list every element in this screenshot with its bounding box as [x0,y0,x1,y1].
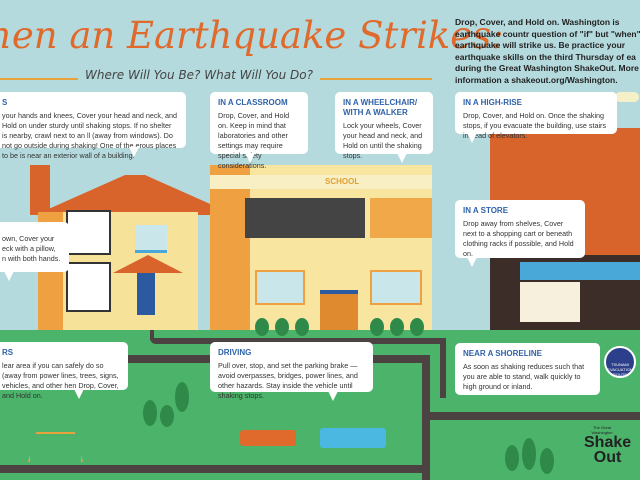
callout-outdoors: RS lear area if you can safely do so (awa… [0,342,128,400]
evacuation-route-sign: TSUNAMI EVACUATION ROUTE [604,346,636,378]
callout-text: Drop away from shelves, Cover next to a … [463,219,574,258]
road [440,338,446,398]
tree-icon [255,318,269,336]
school-side [210,165,250,330]
store-window [520,282,580,322]
road [422,412,640,420]
house-roof [35,175,235,215]
house-window [135,225,167,253]
callout-heading: RS [2,348,14,357]
tree-icon [143,400,157,426]
school-window [370,270,422,305]
tree-icon [522,438,536,470]
tree-icon [175,382,189,412]
road [150,338,440,344]
tree-icon [295,318,309,336]
callout-wheelchair: IN A WHEELCHAIR/ WITH A WALKER Lock your … [335,92,433,163]
swing-set [28,432,83,462]
classroom-window [245,198,365,238]
callout-in-bed: own, Cover your eck with a pillow, n wit… [0,222,69,281]
callout-shoreline: NEAR A SHORELINE As soon as shaking reduc… [455,343,600,395]
store-awning [520,262,640,280]
callout-heading: NEAR A SHORELINE [463,349,542,358]
callout-text: lear area if you can safely do so (away … [2,361,119,400]
tree-icon [390,318,404,336]
sign-line2: EVACUATION ROUTE [607,367,633,377]
poster-subtitle: Where Will You Be? What Will You Do? [85,68,313,82]
callout-heading: IN A WHEELCHAIR/ WITH A WALKER [343,98,418,117]
sign-line1: TSUNAMI [611,362,629,367]
house-window-upper [66,210,111,255]
house-window-lower [66,262,111,312]
tree-icon [275,318,289,336]
callout-text: As soon as shaking reduces such that you… [463,362,585,391]
subtitle-rule-right [320,78,432,80]
wheelchair-room [370,198,432,238]
school-door [320,290,358,330]
callout-text: your hands and knees, Cover your head an… [2,111,178,160]
intro-text: Drop, Cover, and Hold on. Washington is … [455,17,640,85]
tree-icon [505,445,519,471]
house-door [137,273,155,315]
callout-text: Drop, Cover, and Hold on. Keep in mind t… [218,111,290,170]
tree-icon [370,318,384,336]
road [150,330,154,340]
callout-heading: S [2,98,8,107]
poster-title: hen an Earthquake Strikes: [0,14,504,57]
callout-text: Lock your wheels, Cover your head and ne… [343,121,423,160]
callout-driving: DRIVING Pull over, stop, and set the park… [210,342,373,401]
callout-heading: IN A CLASSROOM [218,98,288,107]
logo-shake: Shake [584,434,632,451]
logo-small-text: The Great Washington [591,425,613,435]
chimney [30,165,50,215]
callout-classroom: IN A CLASSROOM Drop, Cover, and Hold on. … [210,92,308,170]
tree-icon [410,318,424,336]
tree-icon [540,448,554,474]
cloud-icon [615,92,639,102]
logo-out: Out [593,449,622,466]
callout-high-rise: IN A HIGH-RISE Drop, Cover, and Hold on. … [455,92,617,143]
car-blue [320,428,386,448]
callout-heading: IN A HIGH-RISE [463,98,522,107]
callout-heading: IN A STORE [463,206,509,215]
shakeout-logo: The Great Washington Shake Out [584,425,632,466]
callout-text: Pull over, stop, and set the parking bra… [218,361,358,400]
callout-text: Drop, Cover, and Hold on. Once the shaki… [463,111,607,140]
school-sign: SCHOOL [325,177,360,186]
callout-store: IN A STORE Drop away from shelves, Cover … [455,200,585,267]
subtitle-rule-left [0,78,78,80]
tree-icon [160,405,174,427]
school-window [255,270,305,305]
road [0,465,430,473]
car-orange [240,430,296,446]
callout-text: own, Cover your eck with a pillow, n wit… [2,234,61,263]
callout-heading: DRIVING [218,348,252,357]
school-band [210,175,432,189]
